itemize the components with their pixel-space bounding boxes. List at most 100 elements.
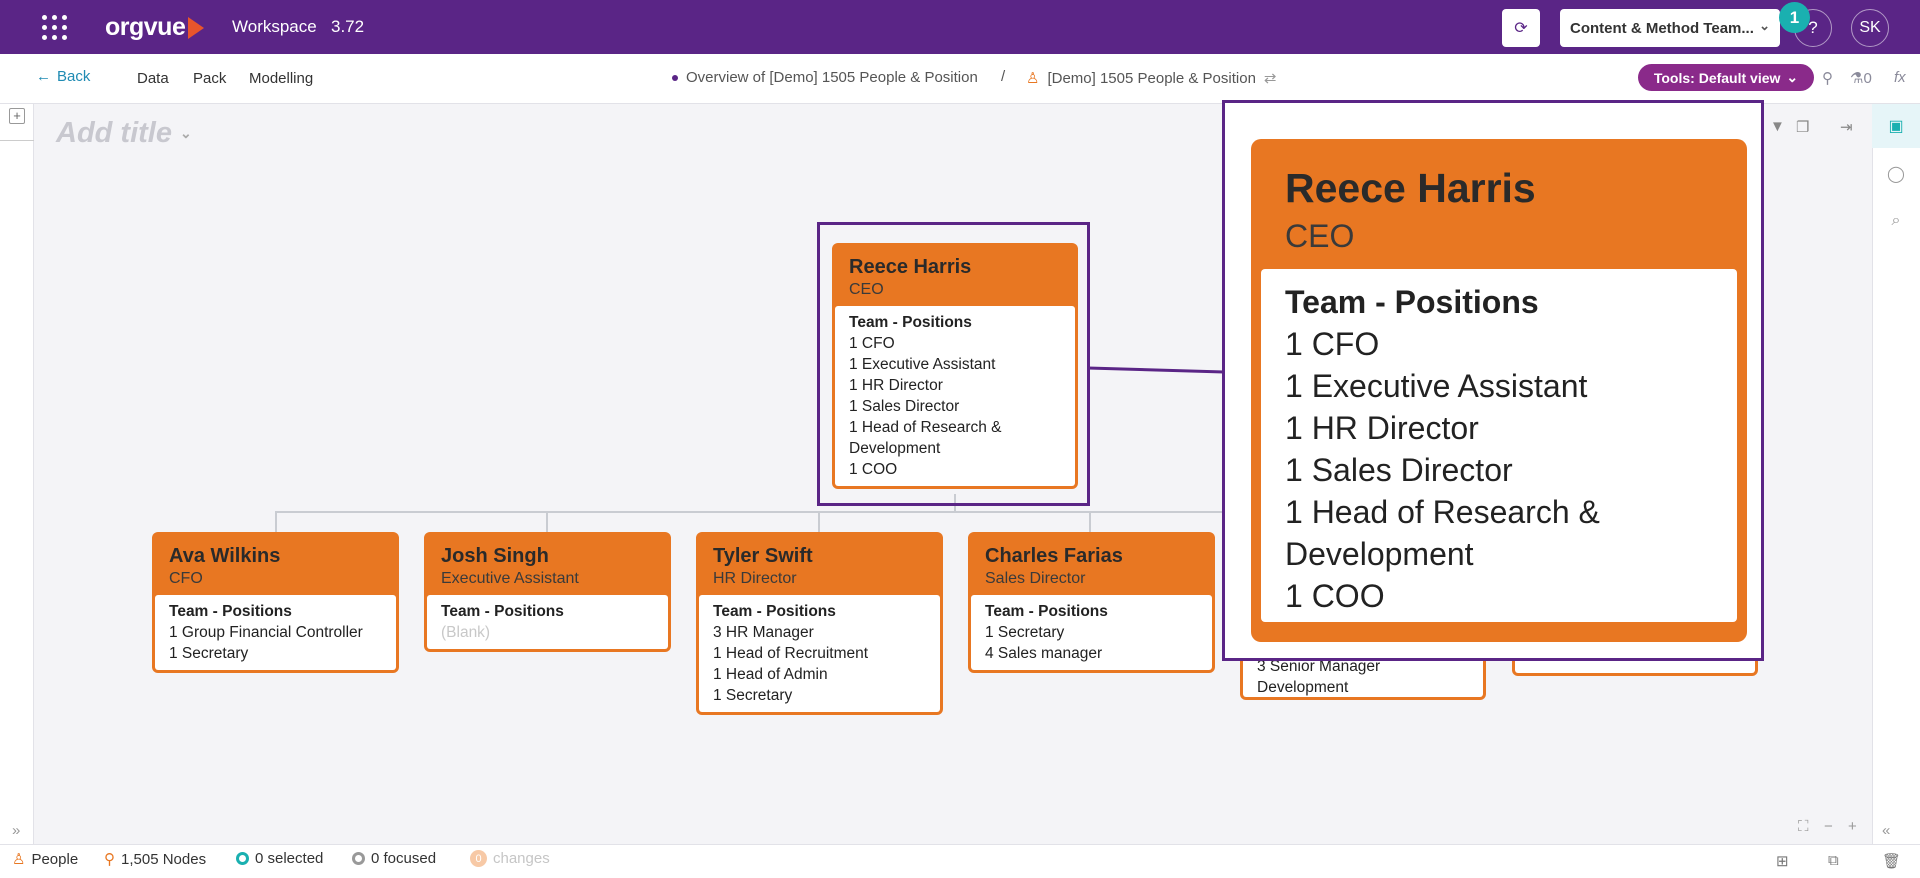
connector-line [275, 511, 1225, 513]
flask-icon[interactable]: ⚗0 [1850, 70, 1872, 87]
notification-badge[interactable]: 1 [1779, 2, 1810, 33]
flask-count: 0 [1863, 70, 1872, 87]
card-line: 1 Head of Admin [713, 666, 828, 683]
card-body-heading: Team - Positions [849, 314, 972, 331]
card-body: Team - Positions 1 Secretary 4 Sales man… [971, 595, 1212, 670]
logo-mark-icon [188, 16, 205, 39]
logo[interactable]: orgvue [105, 13, 205, 42]
left-panel-strip [0, 104, 34, 844]
status-focused[interactable]: 0 focused [352, 850, 436, 867]
card-body-heading: Team - Positions [713, 603, 836, 620]
card-line: 1 Secretary [985, 624, 1065, 641]
workspace-title: Workspace [232, 17, 317, 36]
status-selected[interactable]: 0 selected [236, 850, 323, 867]
card-line: 1 Head of Research & [1285, 494, 1600, 530]
org-card-ceo[interactable]: Reece Harris CEO Team - Positions 1 CFO … [832, 243, 1078, 489]
card-line: Development [1285, 536, 1474, 572]
card-line: 1 CFO [849, 335, 895, 352]
chart-icon[interactable]: ▣ [1888, 118, 1904, 135]
card-line: Development [1257, 679, 1349, 696]
layers-icon[interactable]: ❐ [1796, 119, 1810, 136]
card-line: 1 Head of Research & [849, 419, 1002, 436]
menu-data[interactable]: Data [137, 70, 169, 87]
card-line: 3 Senior Manager [1257, 658, 1381, 675]
copy-icon[interactable]: ⧉ [1828, 852, 1839, 869]
circle-icon[interactable]: ◯ [1887, 166, 1905, 183]
card-line: 1 Secretary [713, 687, 793, 704]
nav-bar: ←Back Data Pack Modelling Overview of [D… [0, 54, 1920, 104]
chevron-down-icon: ⌄ [1759, 18, 1770, 33]
connector-line [546, 511, 548, 532]
person-name: Reece Harris [849, 256, 972, 278]
app-launcher-icon[interactable] [42, 15, 68, 41]
breadcrumb-dataset[interactable]: ♙[Demo] 1505 People & Position⇄ [1026, 69, 1277, 88]
fullscreen-icon[interactable]: ⛶ [1798, 818, 1809, 835]
card-body-heading: Team - Positions [1285, 284, 1539, 320]
add-panel-icon[interactable]: + [9, 108, 25, 124]
zoom-in-icon[interactable]: + [1848, 818, 1857, 835]
card-header: Reece Harris CEO [1261, 149, 1737, 269]
card-line: 1 Secretary [169, 645, 249, 662]
top-bar: orgvue Workspace 3.72 ⟳ Content & Method… [0, 0, 1920, 54]
menu-modelling[interactable]: Modelling [249, 70, 314, 87]
pin-icon[interactable]: ⚲ [1822, 70, 1833, 87]
person-name: Tyler Swift [713, 545, 813, 567]
search-icon[interactable]: ⌕ [1891, 212, 1901, 229]
collapse-right-icon[interactable]: « [1882, 822, 1891, 839]
magnified-org-card-ceo: Reece Harris CEO Team - Positions 1 CFO … [1251, 139, 1747, 642]
refresh-icon: ⟳ [1514, 20, 1528, 37]
focused-ring-icon [352, 852, 365, 865]
org-card-sales-director[interactable]: Charles Farias Sales Director Team - Pos… [968, 532, 1215, 673]
breadcrumb-separator: / [1001, 68, 1006, 85]
changes-badge: 0 [470, 850, 487, 867]
chevron-down-icon: ⌄ [1786, 69, 1799, 85]
card-line: 1 COO [1285, 578, 1385, 614]
tools-button[interactable]: Tools: Default view⌄ [1638, 64, 1814, 91]
card-line: 4 Sales manager [985, 645, 1103, 662]
org-card-cfo[interactable]: Ava Wilkins CFO Team - Positions 1 Group… [152, 532, 399, 673]
card-line: 1 Executive Assistant [1285, 368, 1588, 404]
export-icon[interactable]: ⇥ [1840, 119, 1853, 136]
team-select[interactable]: Content & Method Team...⌄ [1560, 9, 1780, 47]
org-card-hr-director[interactable]: Tyler Swift HR Director Team - Positions… [696, 532, 943, 715]
org-card-executive-assistant[interactable]: Josh Singh Executive Assistant Team - Po… [424, 532, 671, 652]
card-line: 1 Sales Director [1285, 452, 1513, 488]
connector-line [818, 511, 820, 532]
expand-left-icon[interactable]: » [12, 822, 21, 839]
workspace-version: 3.72 [331, 17, 365, 36]
status-dimension[interactable]: ♙People [12, 850, 79, 869]
card-body: Team - Positions 1 CFO 1 Executive Assis… [1261, 269, 1737, 622]
card-body-heading: Team - Positions [169, 603, 292, 620]
add-icon[interactable]: ⊞ [1776, 853, 1789, 870]
card-header: Tyler Swift HR Director [699, 535, 940, 595]
avatar[interactable]: SK [1851, 9, 1889, 47]
menu-pack[interactable]: Pack [193, 70, 227, 87]
selected-ring-icon [236, 852, 249, 865]
refresh-button[interactable]: ⟳ [1502, 9, 1540, 47]
filter-icon[interactable]: ▼ [1770, 118, 1785, 135]
divider [0, 140, 34, 141]
zoom-out-icon[interactable]: − [1824, 818, 1833, 835]
formula-icon[interactable]: fx [1894, 69, 1906, 86]
person-name: Reece Harris [1285, 165, 1536, 211]
trash-icon[interactable]: 🗑 [1882, 853, 1902, 870]
sync-icon: ⇄ [1263, 70, 1277, 87]
card-body: Team - Positions (Blank) [427, 595, 668, 649]
magnifier-callout: Reece Harris CEO Team - Positions 1 CFO … [1222, 100, 1764, 661]
arrow-left-icon: ← [36, 68, 51, 85]
active-tab-highlight [1872, 104, 1920, 148]
card-header: Ava Wilkins CFO [155, 535, 396, 595]
person-icon: ♙ [12, 851, 26, 868]
status-nodes: ⚲1,505 Nodes [104, 850, 207, 869]
card-line: 1 HR Director [849, 377, 943, 394]
person-role: HR Director [713, 570, 797, 587]
card-header: Josh Singh Executive Assistant [427, 535, 668, 595]
right-panel-strip [1872, 104, 1920, 844]
breadcrumb-overview[interactable]: Overview of [Demo] 1505 People & Positio… [672, 69, 978, 86]
page-title[interactable]: Add title⌄ [56, 117, 192, 149]
back-button[interactable]: ←Back [36, 68, 91, 85]
card-body: Team - Positions 3 HR Manager 1 Head of … [699, 595, 940, 712]
card-line: 1 Executive Assistant [849, 356, 996, 373]
person-role: CEO [849, 281, 884, 298]
